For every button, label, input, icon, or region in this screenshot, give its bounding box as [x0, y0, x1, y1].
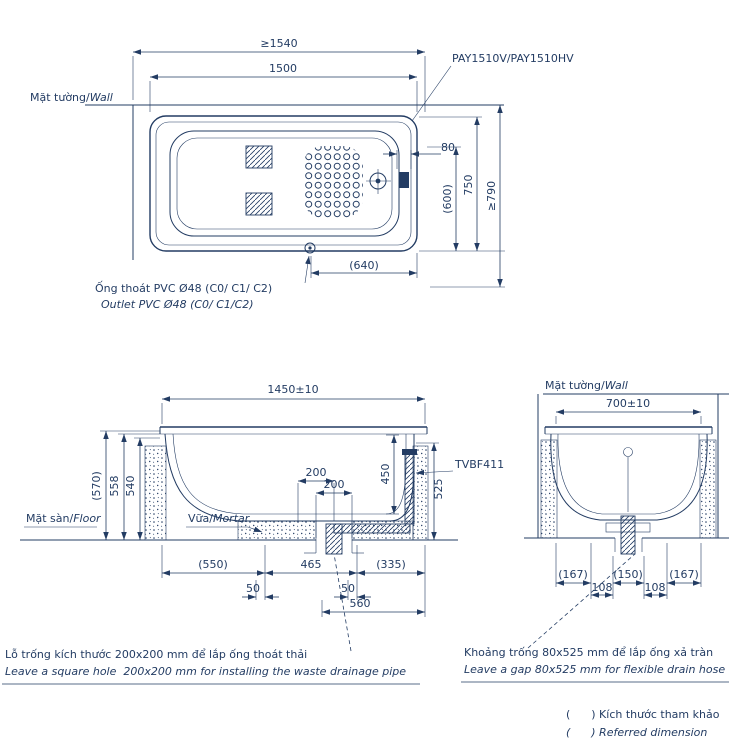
outlet-leader	[304, 255, 311, 284]
dim-1450-label: 1450±10	[267, 383, 318, 396]
legend-referred-vi: ( ) Kích thước tham khảo	[566, 708, 720, 721]
tub-basin-inner	[176, 137, 393, 230]
dim-108a-label: 108	[592, 581, 613, 594]
mortar-label: Vữa/Mortar	[188, 512, 251, 525]
end-wall-label: Mặt tường/Wall	[545, 379, 628, 392]
end-basin-section	[557, 433, 700, 515]
tub-outer-rim	[149, 115, 418, 252]
dim-167b-label: (167)	[669, 568, 699, 581]
end-support-right	[699, 439, 717, 539]
part-label: TVBF411	[454, 458, 504, 471]
end-view: Mặt tường/Wall 700±10	[461, 379, 729, 683]
overflow-box	[399, 172, 409, 188]
dim-200a-label: 200	[306, 466, 327, 479]
left-support-block	[144, 445, 167, 541]
end-overflow-icon	[623, 447, 633, 457]
dim-450-label: 450	[379, 464, 392, 485]
hole-note-en: Leave a square hole 200x200 mm for insta…	[5, 665, 406, 678]
end-support-left	[540, 439, 558, 539]
dim-560-label: 560	[350, 597, 371, 610]
dim-min-width-label: ≥790	[485, 181, 498, 211]
dim-min-length-label: ≥1540	[260, 37, 297, 50]
plan-wall-label: Mặt tường/Wall	[30, 91, 113, 104]
mortar-label-vi: Vữa/	[188, 512, 213, 525]
dim-465-label: 465	[301, 558, 322, 571]
dim-length-label: 1500	[269, 62, 297, 75]
end-drain-pipe	[620, 515, 636, 555]
gap-note-en: Leave a gap 80x525 mm for flexible drain…	[464, 663, 725, 676]
side-view: 1450±10 Mặt sàn/Floor Vữa/Mortar	[2, 383, 504, 685]
floor-label: Mặt sàn/Floor	[26, 512, 102, 525]
legend-referred-en: ( ) Referred dimension	[566, 726, 707, 739]
dim-540-label: 540	[124, 476, 137, 497]
dim-50a-label: 50	[246, 582, 260, 595]
plan-wall-label-en: Wall	[90, 91, 113, 104]
anti-slip-dots	[303, 146, 363, 218]
hole-note-leader	[333, 553, 352, 652]
dim-167a-label: (167)	[558, 568, 588, 581]
overflow-pipe	[404, 451, 415, 525]
plan-wall-label-vi: Mặt tường/	[30, 91, 90, 104]
dim-50b-label: 50	[341, 582, 355, 595]
tub-shell-section	[164, 433, 415, 522]
grip-pad-top	[245, 145, 273, 169]
mortar-label-en: Mortar	[213, 512, 251, 525]
dim-525-label: 525	[432, 479, 445, 500]
dim-600-label: (600)	[441, 184, 454, 214]
drain-trap	[325, 523, 343, 555]
outlet-note-en: Outlet PVC Ø48 (C0/ C1/C2)	[101, 298, 254, 311]
floor-label-en: Floor	[73, 512, 102, 525]
dim-570-label: (570)	[90, 471, 103, 501]
dim-750-label: 750	[462, 175, 475, 196]
grip-pad-bottom	[245, 192, 273, 216]
dim-150-label: (150)	[613, 568, 643, 581]
top-view: Mặt tường/Wall PAY1510V/PAY1510HV ≥1540	[30, 37, 574, 311]
dim-200b-label: 200	[324, 478, 345, 491]
dim-558-label: 558	[108, 476, 121, 497]
dim-640-label: (640)	[349, 259, 379, 272]
model-label: PAY1510V/PAY1510HV	[452, 52, 574, 65]
dim-550-label: (550)	[198, 558, 228, 571]
outlet-note-vi: Ống thoát PVC Ø48 (C0/ C1/ C2)	[95, 281, 272, 295]
floor-label-vi: Mặt sàn/	[26, 512, 73, 525]
dim-700-label: 700±10	[606, 397, 650, 410]
right-support-block	[412, 445, 429, 541]
tub-basin-section	[172, 433, 407, 515]
pvc-outlet-icon	[304, 242, 316, 254]
tub-inner-rim	[155, 121, 412, 246]
tub-basin-outline	[169, 130, 400, 237]
end-wall-label-en: Wall	[605, 379, 628, 392]
hole-note-vi: Lỗ trống kích thước 200x200 mm để lắp ốn…	[5, 648, 307, 661]
legend: ( ) Kích thước tham khảo ( ) Referred di…	[566, 708, 720, 739]
dim-108b-label: 108	[645, 581, 666, 594]
dim-335-label: (335)	[376, 558, 406, 571]
mortar-bed-left	[237, 520, 317, 541]
end-shell-section	[550, 433, 708, 521]
end-wall-label-vi: Mặt tường/	[545, 379, 605, 392]
dim-80-label: 80	[441, 141, 455, 154]
waste-pipe	[333, 523, 411, 534]
gap-note-leader	[527, 553, 636, 649]
model-leader	[411, 65, 452, 122]
gap-note-vi: Khoảng trống 80x525 mm để lắp ống xả trà…	[464, 646, 713, 659]
